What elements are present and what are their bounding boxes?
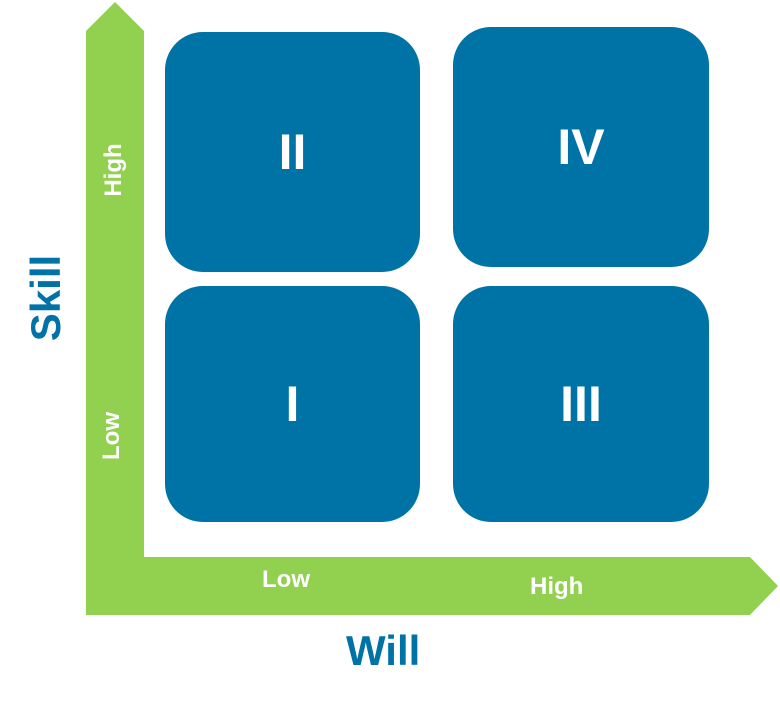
quadrant-iv-label: IV xyxy=(557,119,605,175)
quadrant-iii: III xyxy=(453,286,709,522)
x-axis-high-label: High xyxy=(530,573,584,600)
quadrant-i: I xyxy=(165,286,420,522)
y-axis-title: Skill xyxy=(22,254,69,342)
quadrant-ii: II xyxy=(165,32,420,272)
y-axis-high-label: High xyxy=(100,143,127,197)
quadrant-iv: IV xyxy=(453,27,709,267)
y-axis-low-label: Low xyxy=(98,412,125,460)
quadrant-i-label: I xyxy=(285,376,300,432)
x-axis-low-label: Low xyxy=(262,566,310,593)
quadrant-iii-label: III xyxy=(560,376,602,432)
x-axis-title: Will xyxy=(346,627,421,674)
quadrant-ii-label: II xyxy=(278,124,307,180)
